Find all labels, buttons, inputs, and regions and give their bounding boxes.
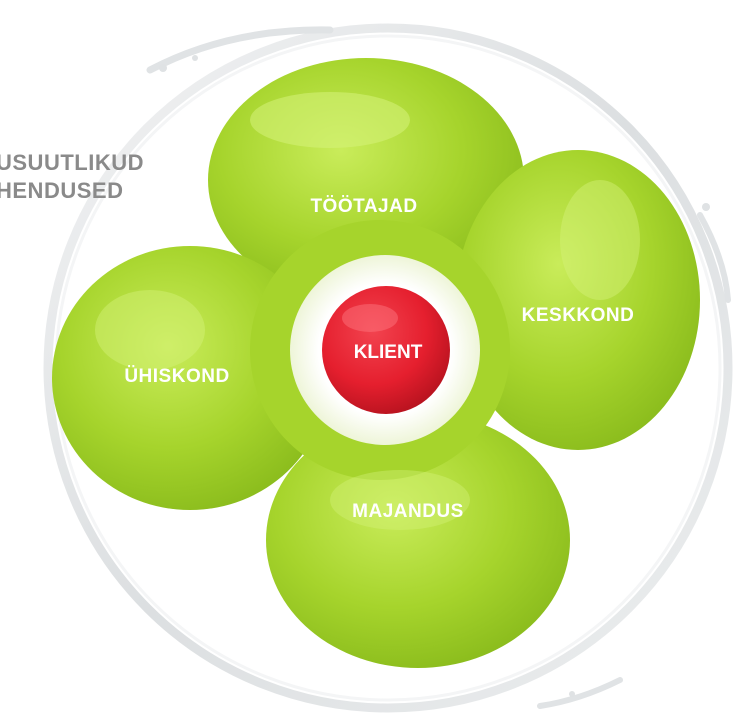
petal-label-top: TÖÖTAJAD — [310, 196, 417, 217]
outer-ring — [43, 23, 733, 713]
petal-right — [456, 150, 700, 450]
petal-label-bottom: MAJANDUS — [352, 501, 464, 522]
center-node — [322, 286, 450, 414]
petals — [52, 58, 700, 668]
petal-label-left: ÜHISKOND — [124, 366, 229, 387]
petal-label-right: KESKKOND — [522, 305, 635, 326]
corner-label-line2: HENDUSED — [0, 178, 123, 203]
corner-label-line1: USUUTLIKUD — [0, 150, 144, 175]
petal-bottom — [266, 412, 570, 668]
corner-label: USUUTLIKUD HENDUSED — [0, 150, 144, 203]
center-label: KLIENT — [354, 342, 423, 363]
